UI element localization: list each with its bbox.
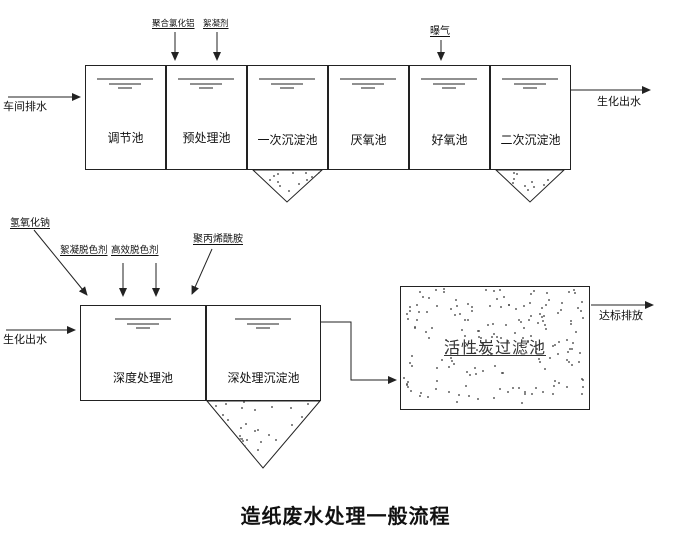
tank-advanced-sedimentation <box>206 305 321 401</box>
carbon-media-dots <box>402 288 588 408</box>
feed-label-flocculant: 絮凝剂 <box>203 18 229 28</box>
stage1-inlet-label: 车间排水 <box>3 101 47 113</box>
stage2-outlet-label: 达标排放 <box>599 310 643 322</box>
tank-label-regulation: 调节池 <box>107 131 144 145</box>
water-surface-symbols-stage1 <box>97 78 558 89</box>
tank-label-anaerobic: 厌氧池 <box>350 133 387 147</box>
tank-aerobic <box>409 65 490 170</box>
tank-label-secondary-sedimentation: 二次沉淀池 <box>500 133 561 147</box>
feed-label-floc-decolorizer: 絮凝脱色剂 <box>60 245 108 256</box>
hopper-advanced <box>205 400 322 469</box>
tank-anaerobic <box>328 65 409 170</box>
tank-activated-carbon-filter <box>400 286 590 410</box>
tank-secondary-sedimentation <box>490 65 571 170</box>
tank-label-advanced-treatment: 深度处理池 <box>112 371 173 385</box>
tank-label-activated-carbon-filter: 活性炭过滤池 <box>443 340 546 357</box>
tank-label-advanced-sedimentation: 深处理沉淀池 <box>227 371 300 385</box>
stage2-feed-arrow-naoh <box>33 229 88 296</box>
tank-label-pretreatment: 预处理池 <box>182 131 231 145</box>
stage2-feed-arrow-pam <box>191 248 213 295</box>
stage1-outlet-label: 生化出水 <box>597 96 641 108</box>
feed-label-pac: 聚合氯化铝 <box>152 18 195 28</box>
tank-regulation <box>85 65 166 170</box>
feed-label-aeration: 曝气 <box>430 26 450 37</box>
hopper-primary <box>251 169 324 203</box>
feed-label-high-eff-decolorizer: 高效脱色剂 <box>111 245 159 256</box>
diagram-title: 造纸废水处理一般流程 <box>240 506 451 528</box>
tank-label-primary-sedimentation: 一次沉淀池 <box>257 133 318 147</box>
water-surface-symbols-stage2 <box>115 318 291 329</box>
stage2-inlet-label: 生化出水 <box>3 334 47 346</box>
tank-advanced-treatment <box>80 305 206 401</box>
feed-label-naoh: 氢氧化钠 <box>10 218 50 229</box>
tank-pretreatment <box>166 65 247 170</box>
transfer-pipe <box>321 321 397 384</box>
feed-label-pam: 聚丙烯酰胺 <box>193 234 243 245</box>
tank-label-aerobic: 好氧池 <box>431 133 468 147</box>
